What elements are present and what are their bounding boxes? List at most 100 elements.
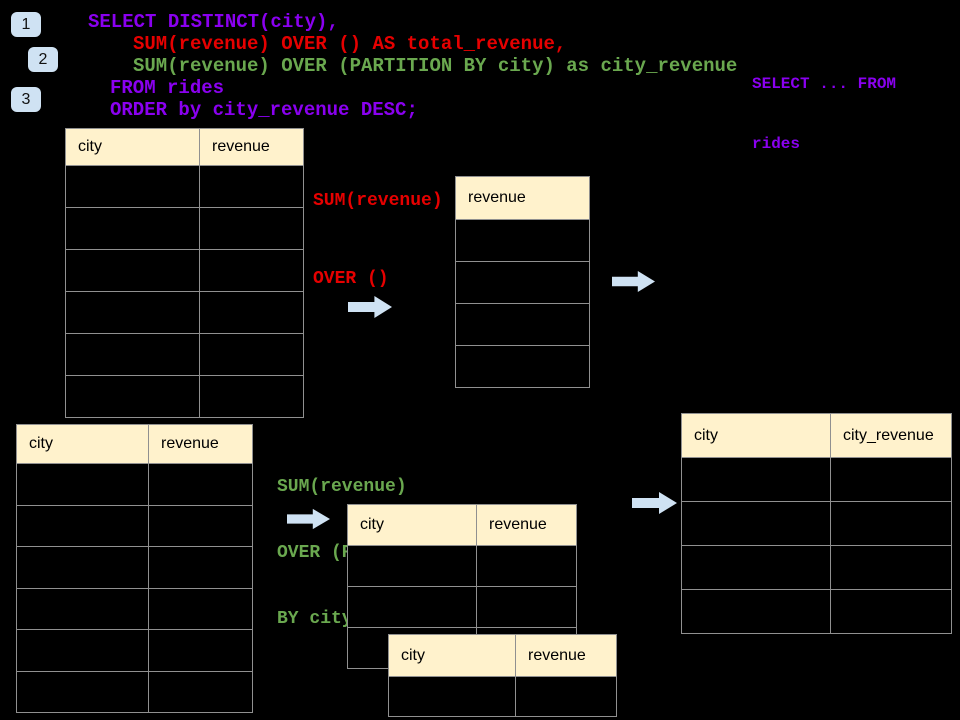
step-badge-1: 1	[11, 12, 41, 37]
column-header: city	[16, 424, 149, 464]
empty-cell	[830, 545, 952, 590]
empty-cell	[455, 303, 590, 346]
table-row	[455, 303, 590, 346]
annotation-line: SUM(revenue)	[313, 191, 443, 211]
empty-cell	[681, 589, 831, 634]
table-row	[65, 291, 304, 334]
right-arrow-icon	[632, 491, 677, 515]
empty-cell	[148, 546, 253, 589]
empty-cell	[16, 629, 149, 672]
empty-cell	[681, 457, 831, 502]
empty-cell	[199, 249, 304, 292]
empty-cell	[455, 345, 590, 388]
sql-line-from-rides: FROM rides	[110, 77, 225, 99]
table-row	[681, 457, 952, 502]
table-row	[65, 207, 304, 250]
column-header: city	[65, 128, 200, 166]
step-badge-2: 2	[28, 47, 58, 72]
empty-cell	[65, 207, 200, 250]
table-row	[388, 676, 617, 717]
table-row	[455, 219, 590, 262]
column-header: city	[388, 634, 516, 677]
empty-cell	[148, 463, 253, 506]
table-row	[455, 345, 590, 388]
empty-cell	[65, 291, 200, 334]
empty-cell	[65, 249, 200, 292]
right-arrow-icon	[612, 270, 655, 293]
table-row	[65, 249, 304, 292]
empty-cell	[515, 676, 617, 717]
right-arrow-icon	[287, 508, 330, 530]
select-from-rides-note: SELECT ... FROM rides	[752, 34, 896, 194]
empty-cell	[681, 501, 831, 546]
table-row	[16, 504, 253, 547]
annotation-line: OVER ()	[313, 269, 389, 289]
column-header: city	[347, 504, 477, 546]
empty-cell	[199, 207, 304, 250]
column-header: revenue	[199, 128, 304, 166]
table-row	[65, 375, 304, 418]
table-row	[16, 587, 253, 630]
annotation-line: SUM(revenue)	[277, 477, 407, 497]
empty-cell	[148, 504, 253, 547]
empty-cell	[65, 165, 200, 208]
table-row	[347, 545, 577, 587]
column-header: revenue	[455, 176, 590, 220]
sql-line-sum-over-partition: SUM(revenue) OVER (PARTITION BY city) as…	[133, 55, 738, 77]
right-arrow-icon	[348, 295, 392, 319]
empty-cell	[830, 501, 952, 546]
empty-cell	[681, 545, 831, 590]
empty-cell	[16, 670, 149, 713]
empty-cell	[148, 587, 253, 630]
empty-cell	[16, 463, 149, 506]
sql-line-order-by: ORDER by city_revenue DESC;	[110, 99, 418, 121]
sidenote-line: SELECT ... FROM	[752, 75, 897, 93]
empty-cell	[16, 587, 149, 630]
column-header: revenue	[515, 634, 617, 677]
empty-cell	[65, 333, 200, 376]
column-header: city	[681, 413, 831, 458]
empty-cell	[199, 333, 304, 376]
empty-cell	[347, 545, 477, 587]
empty-cell	[388, 676, 516, 717]
empty-cell	[16, 504, 149, 547]
empty-cell	[476, 586, 577, 628]
empty-cell	[476, 545, 577, 587]
column-header: revenue	[148, 424, 253, 464]
empty-cell	[65, 375, 200, 418]
table-row	[681, 545, 952, 590]
empty-cell	[830, 589, 952, 634]
table-total-revenue-result: revenue	[455, 176, 590, 388]
column-header: city_revenue	[830, 413, 952, 458]
empty-cell	[455, 261, 590, 304]
table-row	[16, 670, 253, 713]
table-row	[16, 546, 253, 589]
table-row	[681, 501, 952, 546]
empty-cell	[199, 375, 304, 418]
empty-cell	[199, 291, 304, 334]
table-row	[65, 165, 304, 208]
sql-line-sum-over-total: SUM(revenue) OVER () AS total_revenue,	[133, 33, 567, 55]
sidenote-line: rides	[752, 135, 801, 153]
column-header: revenue	[476, 504, 577, 546]
empty-cell	[16, 546, 149, 589]
empty-cell	[148, 670, 253, 713]
table-row	[681, 589, 952, 634]
table-row	[455, 261, 590, 304]
sql-line-select-distinct: SELECT DISTINCT(city),	[88, 11, 339, 33]
table-row	[65, 333, 304, 376]
empty-cell	[199, 165, 304, 208]
step-badge-3: 3	[11, 87, 41, 112]
empty-cell	[830, 457, 952, 502]
empty-cell	[455, 219, 590, 262]
total-revenue-annotation: SUM(revenue) OVER ()	[313, 136, 443, 344]
